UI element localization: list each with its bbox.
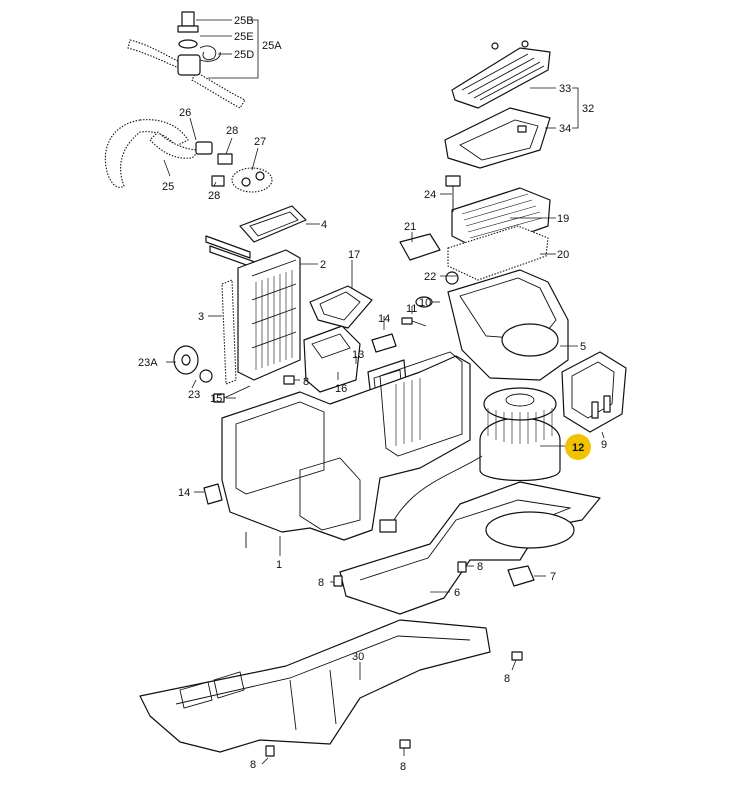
callout-25b: 25B	[234, 15, 254, 27]
callout-4: 4	[321, 219, 327, 231]
callout-34: 34	[559, 123, 571, 135]
callout-8-mid-left: 8	[318, 577, 324, 589]
screw-11	[401, 317, 427, 327]
upper-case-5	[447, 269, 569, 381]
callout-6: 6	[454, 587, 460, 599]
bracket-27	[211, 153, 273, 193]
callout-2: 2	[320, 259, 326, 271]
control-module-9	[561, 351, 627, 433]
callout-25: 25	[162, 181, 174, 193]
callout-14-upper: 14	[378, 313, 390, 325]
callout-8-mid-right: 8	[477, 561, 483, 573]
callout-23a: 23A	[138, 357, 158, 369]
seal-pad-14	[203, 483, 223, 505]
mount-23	[173, 345, 213, 383]
callout-20: 20	[557, 249, 569, 261]
callout-25a: 25A	[262, 40, 282, 52]
seal-strip-3	[221, 279, 237, 385]
pipes-heater	[205, 235, 256, 269]
screws-8	[265, 561, 523, 757]
callout-28-lower: 28	[208, 190, 220, 202]
heater-core-2	[237, 249, 301, 381]
seal-17	[309, 285, 373, 329]
callout-33: 33	[559, 83, 571, 95]
callout-25e: 25E	[234, 31, 254, 43]
small-bracket-14	[371, 333, 397, 353]
cover-33	[451, 40, 551, 109]
callout-17: 17	[348, 249, 360, 261]
nut-22	[445, 271, 459, 285]
callout-8-upper: 8	[303, 376, 309, 388]
callout-27: 27	[254, 136, 266, 148]
callout-8-bottom-mid: 8	[400, 761, 406, 773]
floor-duct-30	[139, 619, 491, 753]
callout-3: 3	[198, 311, 204, 323]
seal-4	[239, 205, 307, 243]
hose-26	[104, 119, 213, 188]
callout-30: 30	[352, 651, 364, 663]
evaporator-case-1	[221, 351, 471, 548]
filter-19	[451, 187, 551, 251]
bolt-24	[445, 175, 461, 212]
hose-assembly-25a	[127, 11, 246, 109]
callout-5: 5	[580, 341, 586, 353]
callout-28-upper: 28	[226, 125, 238, 137]
callout-9: 9	[601, 439, 607, 451]
callout-13: 13	[352, 349, 364, 361]
duct-16	[303, 325, 361, 393]
screw-8-upper	[283, 375, 295, 385]
callout-32: 32	[582, 103, 594, 115]
callout-10: 10	[419, 297, 431, 309]
callout-26: 26	[179, 107, 191, 119]
wire-harness	[379, 455, 483, 533]
callout-leaders-25	[196, 19, 259, 79]
callout-24: 24	[424, 189, 436, 201]
callout-leaders-32	[530, 87, 579, 129]
callout-23: 23	[188, 389, 200, 401]
callout-leaders	[163, 117, 605, 765]
bracket-21	[399, 233, 441, 261]
air-duct-6	[339, 481, 601, 615]
callout-11: 11	[406, 303, 417, 315]
callout-15: 15	[210, 393, 222, 405]
callout-1: 1	[276, 559, 282, 571]
callout-12[interactable]: 12	[572, 442, 584, 454]
highlight-marker[interactable]	[565, 434, 591, 460]
callout-22: 22	[424, 271, 436, 283]
tray-34	[444, 107, 551, 169]
callout-7: 7	[550, 571, 556, 583]
callout-19: 19	[557, 213, 569, 225]
callout-labels: 25B 25E 25A 25D 33 32 34 26 28 27 25 28 …	[138, 15, 607, 773]
blower-motor-12	[479, 387, 561, 482]
callout-8-lower-right: 8	[504, 673, 510, 685]
nut-7	[507, 565, 535, 587]
frame-20	[447, 225, 549, 281]
callout-14-lower: 14	[178, 487, 190, 499]
callout-25d: 25D	[234, 49, 254, 61]
bolt-15	[213, 385, 251, 403]
callout-16: 16	[335, 383, 347, 395]
callout-8-bottom-left: 8	[250, 759, 256, 771]
callout-21: 21	[404, 221, 416, 233]
